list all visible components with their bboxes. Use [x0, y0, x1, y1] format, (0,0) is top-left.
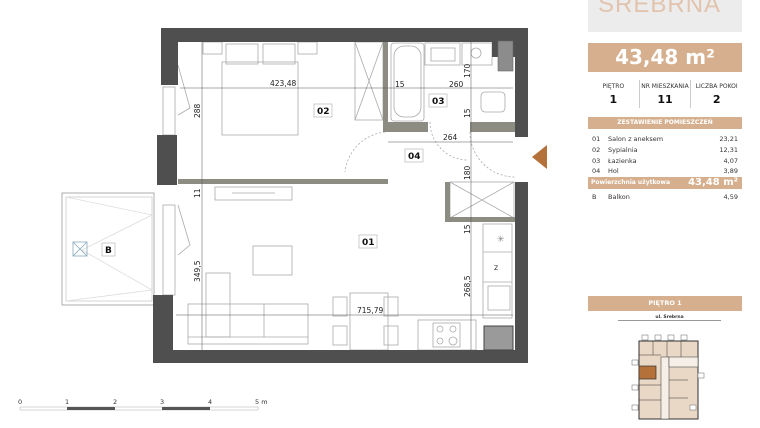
dim-423: 423,48	[270, 79, 296, 88]
rooms-table-header: ZESTAWIENIE POMIESZCZEŃ	[588, 117, 742, 129]
room-label-03: 03	[432, 97, 445, 107]
dim-264: 264	[443, 133, 458, 142]
apartment-area: 43,48 m²	[588, 43, 742, 72]
fridge-mark: Z	[494, 265, 498, 272]
street-label: ul. Srebrna	[618, 315, 721, 321]
room-label-02: 02	[317, 107, 330, 117]
logo: SREBRNA	[588, 0, 742, 32]
coffee-table	[252, 245, 293, 276]
dim-715: 715,79	[357, 306, 383, 315]
dim-170: 170	[463, 63, 472, 78]
svg-text:3: 3	[160, 398, 164, 406]
stat-value: 2	[712, 93, 721, 106]
dining-table	[349, 292, 389, 351]
stat-label: NR MIESZKANIA	[641, 83, 689, 90]
dim-288: 288	[193, 103, 202, 118]
bathtub	[390, 42, 425, 122]
svg-text:0: 0	[18, 398, 22, 406]
sink	[424, 42, 461, 66]
room-label-b: B	[105, 246, 112, 256]
washer-icon	[470, 47, 482, 59]
dim-15c: 15	[463, 224, 472, 234]
room-label-04: 04	[408, 152, 421, 162]
fridge	[483, 325, 514, 351]
window	[162, 86, 176, 136]
floor-plan: 423,48 288 11 15 260 170 15 264 180 15 3…	[18, 28, 547, 411]
dim-11: 11	[193, 188, 202, 198]
stat-value: 1	[609, 93, 618, 106]
sofa	[187, 303, 309, 345]
stat-value: 11	[657, 93, 673, 106]
drain-icon	[72, 241, 88, 257]
dim-268: 268,5	[463, 275, 472, 297]
kitchen-counter-bottom	[417, 319, 477, 351]
stat-label: PIĘTRO	[602, 83, 625, 90]
window	[162, 204, 176, 296]
bed	[221, 61, 299, 136]
cooktop	[432, 322, 461, 348]
dim-260: 260	[449, 80, 464, 89]
kitchen-sink	[487, 285, 511, 311]
stat-label: LICZBA POKOI	[695, 83, 738, 90]
dim-15b: 15	[463, 108, 472, 118]
balcony	[61, 192, 155, 306]
dim-349: 349,5	[193, 260, 202, 282]
dim-15: 15	[395, 80, 405, 89]
svg-text:4: 4	[208, 398, 212, 406]
room-label-01: 01	[362, 238, 375, 248]
entry-arrow-icon	[532, 145, 547, 169]
svg-text:2: 2	[113, 398, 117, 406]
floor-key-plan	[631, 334, 705, 420]
freezer-icon: ✳	[497, 235, 505, 245]
kitchen-counter-right	[482, 223, 513, 319]
apartment-stats: PIĘTRO 1 NR MIESZKANIA 11 LICZBA POKOI 2	[588, 80, 742, 108]
dim-180: 180	[463, 165, 472, 180]
floor-title: PIĘTRO 1	[588, 296, 742, 311]
scale-bar: 0 1 2 3 4 5 m	[18, 398, 268, 411]
toilet	[480, 91, 506, 113]
svg-text:5 m: 5 m	[255, 398, 268, 406]
desk	[214, 186, 293, 201]
svg-text:1: 1	[65, 398, 69, 406]
